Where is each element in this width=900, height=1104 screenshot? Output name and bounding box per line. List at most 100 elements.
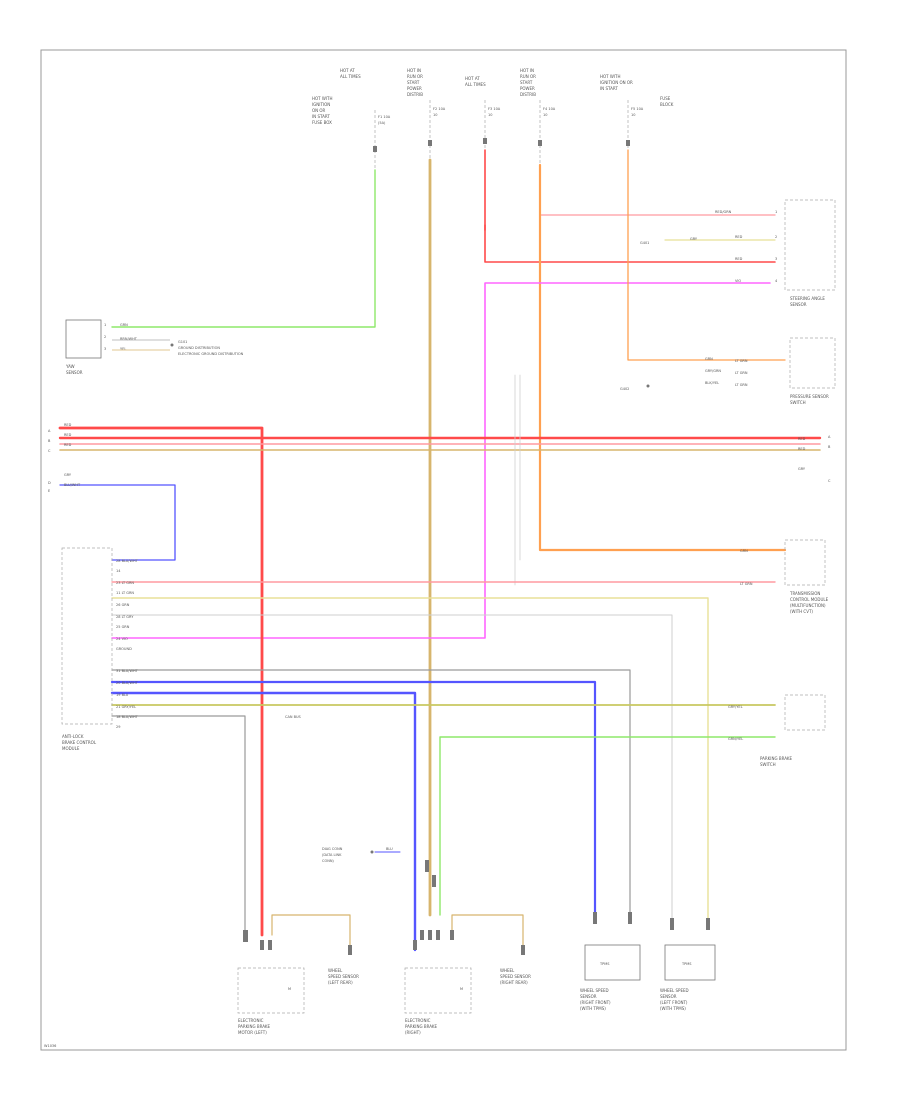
svg-text:B: B	[828, 445, 831, 449]
svg-text:RED: RED	[798, 447, 806, 451]
svg-text:4: 4	[775, 279, 778, 283]
svg-text:DISTRIB: DISTRIB	[407, 92, 423, 97]
wheel-speed-sensor-lf: TPMS WHEEL SPEED SENSOR (LEFT FRONT) (WI…	[660, 944, 716, 1011]
svg-text:ANTI-LOCK: ANTI-LOCK	[62, 734, 84, 739]
svg-text:(WITH TPMS): (WITH TPMS)	[660, 1006, 686, 1011]
svg-text:POWER: POWER	[407, 86, 422, 91]
svg-text:19 BLU: 19 BLU	[116, 693, 129, 697]
wire-green-sensor	[111, 169, 376, 328]
svg-text:ELECTRONIC: ELECTRONIC	[405, 1018, 431, 1023]
svg-text:TPMS: TPMS	[681, 962, 692, 966]
svg-text:LT GRN: LT GRN	[740, 582, 753, 586]
svg-text:IN START: IN START	[312, 114, 330, 119]
svg-text:F1 10A: F1 10A	[378, 115, 391, 119]
wire-blue-module-1	[110, 680, 597, 922]
svg-text:SWITCH: SWITCH	[790, 400, 806, 405]
svg-text:24 VIO: 24 VIO	[116, 637, 128, 641]
svg-text:G101: G101	[178, 340, 187, 344]
svg-text:PARKING BRAKE: PARKING BRAKE	[760, 756, 793, 761]
svg-text:GRN: GRN	[705, 357, 713, 361]
svg-text:TPMS: TPMS	[599, 962, 610, 966]
svg-text:MOTOR (LEFT): MOTOR (LEFT)	[238, 1030, 267, 1035]
svg-text:BLU: BLU	[386, 847, 393, 851]
svg-text:RED: RED	[64, 443, 72, 447]
svg-text:11 LT GRN: 11 LT GRN	[116, 591, 134, 595]
svg-text:IN START: IN START	[600, 86, 618, 91]
svg-text:SENSOR: SENSOR	[580, 994, 597, 999]
svg-text:RED: RED	[64, 433, 72, 437]
svg-text:F3 10A: F3 10A	[488, 107, 501, 111]
svg-text:DIAG CONN: DIAG CONN	[322, 847, 343, 851]
svg-text:(LEFT FRONT): (LEFT FRONT)	[660, 1000, 688, 1005]
svg-text:(RIGHT): (RIGHT)	[405, 1030, 421, 1035]
svg-text:FUSE BOX: FUSE BOX	[312, 120, 332, 125]
svg-text:M: M	[460, 987, 463, 991]
svg-text:ELECTRONIC: ELECTRONIC	[238, 1018, 264, 1023]
svg-text:G401: G401	[640, 241, 649, 245]
svg-text:RED: RED	[798, 437, 806, 441]
svg-text:VIO: VIO	[735, 279, 741, 283]
svg-text:YAW: YAW	[65, 364, 75, 369]
svg-text:B: B	[48, 439, 51, 443]
svg-text:10: 10	[488, 113, 492, 117]
svg-text:ALL TIMES: ALL TIMES	[465, 82, 486, 87]
svg-text:LT GRN: LT GRN	[735, 383, 748, 387]
wheel-speed-sensor-rr: WHEEL SPEED SENSOR (RIGHT REAR)	[500, 968, 531, 985]
svg-text:(5A): (5A)	[378, 121, 386, 125]
svg-text:10: 10	[631, 113, 635, 117]
svg-text:CAN BUS: CAN BUS	[285, 715, 302, 719]
svg-text:CONN): CONN)	[322, 859, 334, 863]
svg-text:STEERING ANGLE: STEERING ANGLE	[790, 296, 825, 301]
svg-text:BRAKE CONTROL: BRAKE CONTROL	[62, 740, 97, 745]
svg-text:BLK/YEL: BLK/YEL	[705, 381, 719, 385]
svg-text:SWITCH: SWITCH	[760, 762, 776, 767]
top-power-labels: HOT AT ALL TIMES HOT WITH IGNITION ON OR…	[312, 68, 674, 125]
wire-khaki-module	[111, 597, 709, 926]
svg-text:20 BLU/WHT: 20 BLU/WHT	[116, 681, 139, 685]
svg-text:(WITH CVT): (WITH CVT)	[790, 609, 813, 614]
svg-text:GRY/YEL: GRY/YEL	[728, 705, 743, 709]
svg-text:GRY: GRY	[690, 237, 698, 241]
wire-orange-main	[538, 163, 787, 552]
svg-text:G402: G402	[620, 387, 629, 391]
svg-text:GROUND DISTRIBUTION: GROUND DISTRIBUTION	[178, 346, 220, 350]
svg-text:DISTRIB: DISTRIB	[520, 92, 536, 97]
svg-text:SPEED SENSOR: SPEED SENSOR	[328, 974, 359, 979]
svg-text:GRN: GRN	[740, 549, 748, 553]
svg-text:HOT WITH: HOT WITH	[600, 74, 620, 79]
wire-blue-left	[59, 484, 176, 561]
wires	[58, 149, 822, 952]
svg-text:GRY: GRY	[798, 467, 806, 471]
svg-text:F4 10A: F4 10A	[543, 107, 556, 111]
svg-text:10: 10	[543, 113, 547, 117]
svg-text:MODULE: MODULE	[62, 746, 80, 751]
svg-text:START: START	[520, 80, 533, 85]
svg-text:28 LT GRY: 28 LT GRY	[116, 615, 134, 619]
electronic-parking-brake-right: ELECTRONIC PARKING BRAKE (RIGHT) M	[404, 967, 472, 1035]
svg-text:(WITH TPMS): (WITH TPMS)	[580, 1006, 606, 1011]
wheel-speed-sensor-lr: WHEEL SPEED SENSOR (LEFT REAR)	[328, 968, 359, 985]
svg-text:(DATA LINK: (DATA LINK	[322, 853, 342, 857]
svg-text:BLOCK: BLOCK	[660, 102, 674, 107]
svg-text:A: A	[48, 429, 51, 433]
svg-text:CONTROL MODULE: CONTROL MODULE	[790, 597, 829, 602]
svg-text:14: 14	[116, 569, 121, 573]
svg-text:HOT AT: HOT AT	[465, 76, 480, 81]
svg-text:(MULTIFUNCTION): (MULTIFUNCTION)	[790, 603, 826, 608]
svg-text:WHEEL SPEED: WHEEL SPEED	[580, 988, 609, 993]
fuse-3: F3 10A 10	[483, 100, 501, 150]
svg-text:LT GRN: LT GRN	[735, 371, 748, 375]
svg-text:RED: RED	[64, 423, 72, 427]
svg-text:RED/GRN: RED/GRN	[715, 210, 732, 214]
ground-splice: DIAG CONN (DATA LINK CONN) BLU	[322, 847, 393, 863]
bus-red-1	[58, 426, 264, 937]
svg-text:M: M	[288, 987, 291, 991]
svg-text:SENSOR: SENSOR	[66, 370, 83, 375]
svg-text:F5 10A: F5 10A	[631, 107, 644, 111]
svg-text:GRN: GRN	[120, 323, 128, 327]
abs-control-module: ANTI-LOCK BRAKE CONTROL MODULE 28 BLU/WH…	[61, 547, 302, 751]
svg-text:3: 3	[775, 257, 777, 261]
svg-text:28 BLU/WHT: 28 BLU/WHT	[116, 559, 139, 563]
svg-text:ELECTRONIC GROUND DISTRIBUTION: ELECTRONIC GROUND DISTRIBUTION	[178, 352, 244, 356]
